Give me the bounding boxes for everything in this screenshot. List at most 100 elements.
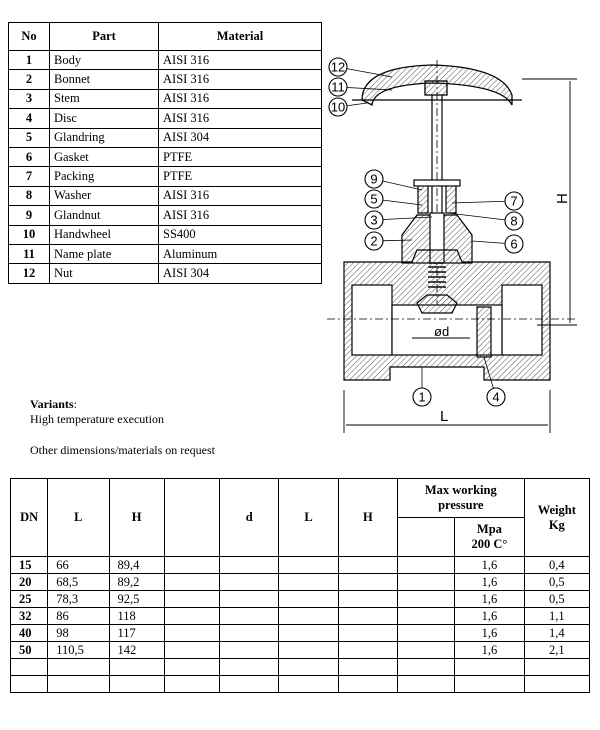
part-name: Handwheel [49, 224, 159, 245]
callout-8: 8 [447, 211, 524, 231]
cell-kg: 1,1 [523, 607, 591, 625]
header-weight-label: Weight [537, 502, 576, 517]
part-material: AISI 316 [158, 108, 322, 129]
part-no: 8 [8, 185, 50, 207]
cell-empty [396, 590, 456, 608]
header-empty [396, 517, 456, 557]
cell-empty [219, 641, 280, 659]
cell-l [47, 658, 110, 676]
variants-block: Variants: High temperature execution [30, 397, 164, 427]
cell-dn: 32 [9, 607, 49, 625]
callout-label: 2 [370, 234, 377, 249]
cell-empty [219, 590, 280, 608]
part-name: Name plate [49, 243, 159, 265]
header-kg-label: Kg [548, 517, 565, 532]
cell-empty [396, 607, 456, 625]
cell-h: 89,4 [108, 556, 165, 574]
callout-7: 7 [451, 191, 524, 211]
header-mpa-label: Mpa [476, 522, 502, 536]
cell-h [108, 658, 165, 676]
cell-l [47, 675, 110, 693]
cell-empty [396, 556, 456, 574]
cell-empty [163, 675, 221, 693]
parts-header-row: No Part Material [8, 22, 322, 51]
callout-12: 12 [328, 57, 393, 78]
header-dn: DN [9, 478, 49, 557]
cell-mpa [454, 658, 525, 676]
callout-10: 10 [328, 97, 368, 117]
cell-h: 89,2 [108, 573, 165, 591]
cell-mpa: 1,6 [454, 624, 525, 642]
part-material: AISI 304 [158, 263, 322, 284]
part-material: AISI 316 [158, 69, 322, 90]
cell-empty [337, 641, 398, 659]
valve-body [327, 249, 577, 381]
cell-h: 118 [108, 607, 165, 625]
callout-11: 11 [328, 77, 393, 97]
callout-label: 4 [492, 390, 499, 405]
part-material: AISI 304 [158, 127, 322, 148]
cell-empty [337, 675, 398, 693]
part-material: AISI 316 [158, 205, 322, 226]
cell-empty [163, 641, 221, 659]
part-name: Bonnet [49, 69, 159, 90]
part-name: Body [49, 49, 159, 71]
part-material: Aluminum [158, 243, 322, 265]
cell-empty [219, 556, 280, 574]
cell-empty [163, 658, 221, 676]
cell-empty [337, 607, 398, 625]
variants-heading: Variants [30, 397, 74, 411]
part-material: AISI 316 [158, 49, 322, 71]
cell-empty [163, 556, 221, 574]
cell-dn [9, 658, 49, 676]
part-name: Gasket [49, 146, 159, 168]
dim-d-label: ød [434, 324, 449, 339]
cell-l: 98 [47, 624, 110, 642]
table-row [9, 658, 591, 676]
part-name: Glandnut [49, 205, 159, 226]
callout-3: 3 [364, 210, 433, 230]
cell-empty [337, 624, 398, 642]
cell-mpa: 1,6 [454, 590, 525, 608]
part-no: 6 [8, 146, 50, 168]
callout-4: 4 [483, 356, 506, 407]
part-no: 3 [8, 88, 50, 110]
dims-header-row-1: DN L H d L H Max working pressure Weight… [9, 478, 591, 557]
dim-l-label: L [440, 408, 448, 425]
cell-empty [337, 573, 398, 591]
part-name: Washer [49, 185, 159, 207]
cell-mpa: 1,6 [454, 573, 525, 591]
callout-label: 8 [510, 214, 517, 229]
part-no: 4 [8, 108, 50, 129]
header-mpa: Mpa 200 C° [454, 517, 525, 557]
part-name: Packing [49, 166, 159, 187]
cell-empty [396, 624, 456, 642]
header-h1: H [108, 478, 165, 557]
cell-empty [278, 675, 339, 693]
cell-h: 92,5 [108, 590, 165, 608]
cell-empty [278, 607, 339, 625]
cell-h [108, 675, 165, 693]
header-blank [163, 478, 221, 557]
part-no: 7 [8, 166, 50, 187]
cell-kg: 0,5 [523, 573, 591, 591]
cell-kg: 1,4 [523, 624, 591, 642]
part-no: 12 [8, 263, 50, 284]
part-no: 5 [8, 127, 50, 148]
cell-mpa: 1,6 [454, 607, 525, 625]
dimensions-table: DN L H d L H Max working pressure Weight… [9, 478, 591, 693]
cell-empty [278, 590, 339, 608]
table-row [9, 675, 591, 693]
